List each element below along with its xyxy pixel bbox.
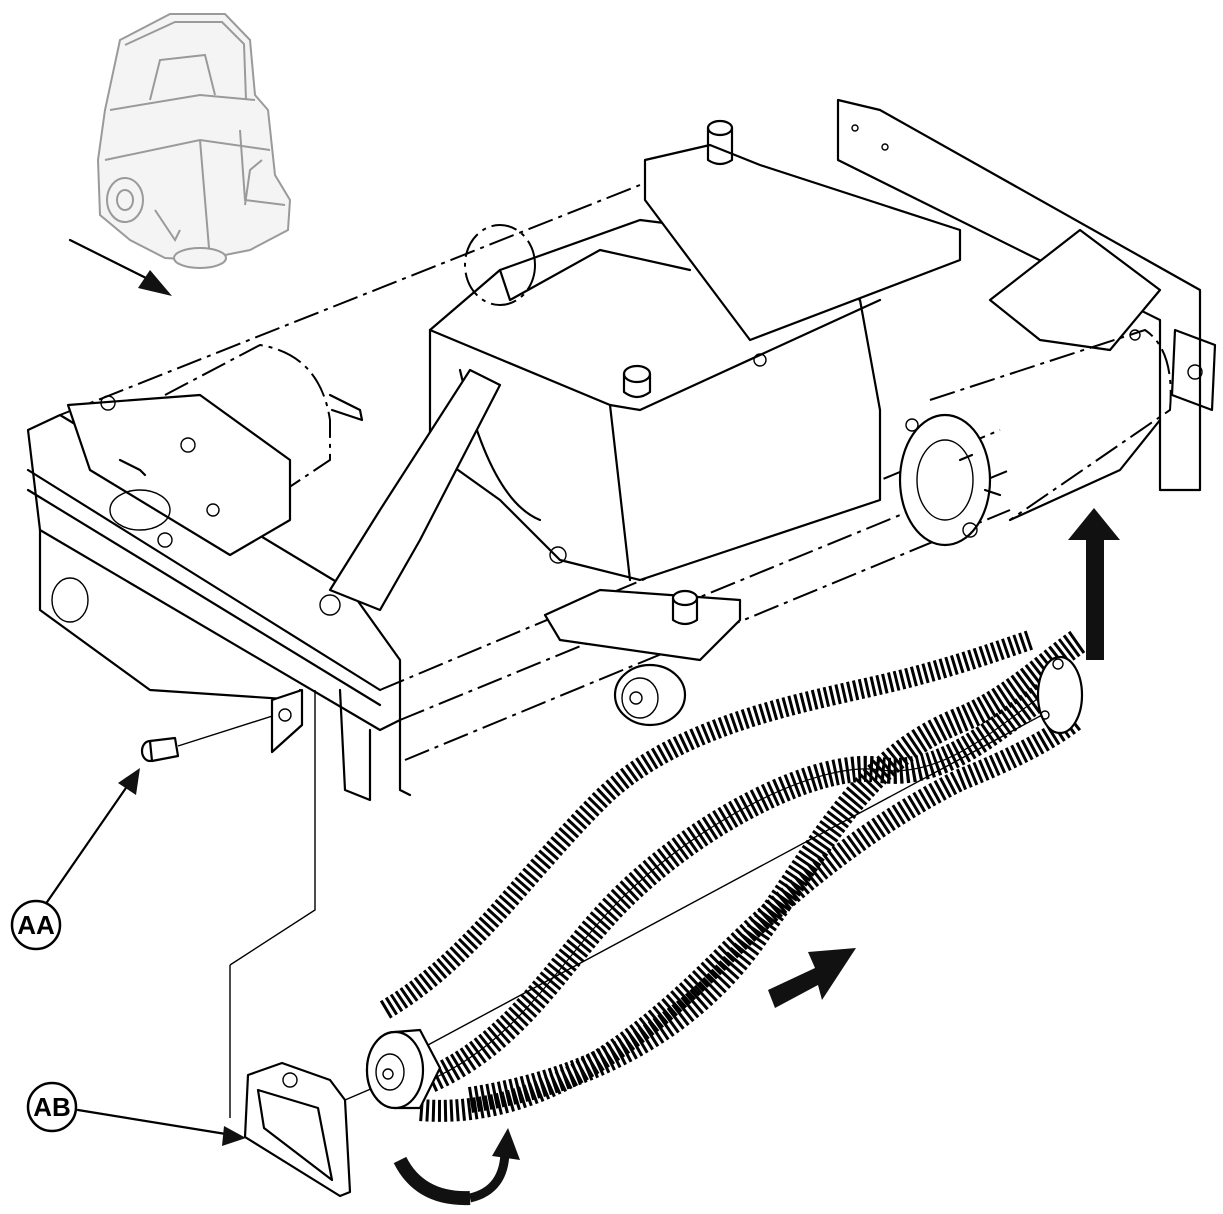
right-brush-drive-hub [898, 328, 1172, 547]
leader-aa [43, 768, 140, 907]
assembly-guide-lines [229, 690, 381, 1118]
travel-direction-arrow [68, 238, 172, 296]
callout-aa: AA [10, 899, 62, 951]
brush-roll [365, 629, 1088, 1122]
left-drive-motor [66, 343, 364, 557]
lift-up-arrow [1068, 508, 1120, 660]
leader-ab [76, 1108, 246, 1146]
callout-ab-label: AB [33, 1092, 71, 1122]
machine-thumbnail [96, 13, 292, 269]
idler-plate-ab [243, 1061, 352, 1198]
rotate-arrow [393, 1128, 520, 1206]
callout-ab: AB [26, 1081, 78, 1133]
slide-out-arrow [768, 948, 856, 1008]
center-brush-housing [319, 119, 1162, 727]
callout-aa-label: AA [17, 910, 55, 940]
screw-aa [140, 688, 304, 763]
